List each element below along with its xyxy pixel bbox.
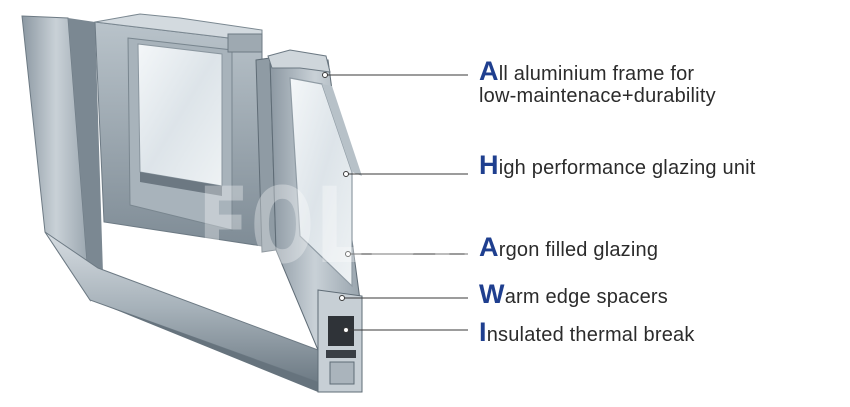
feature-warm-edge-spacers: Warm edge spacers (479, 281, 668, 309)
right-sash-glass (289, 77, 353, 288)
thermal-break-insert-2 (326, 350, 356, 358)
thermal-break-insert (328, 316, 354, 346)
frame-left-jamb-inner (68, 18, 104, 305)
leader-dot-4 (339, 295, 345, 301)
feature-argon-glazing: Argon filled glazing (479, 234, 659, 262)
feature-thermal-break: Insulated thermal break (479, 319, 695, 347)
feature-glazing-unit: High performance glazing unit (479, 152, 756, 180)
leader-dot-1 (322, 72, 328, 78)
feature-text: ll aluminium frame for (498, 63, 695, 85)
corner-profile-chamber (329, 361, 355, 385)
feature-text: nsulated thermal break (486, 324, 695, 346)
leader-dot-5 (343, 327, 349, 333)
feature-text: rgon filled glazing (498, 239, 659, 261)
feature-initial: A (479, 232, 499, 262)
right-sash-glass-edge (322, 84, 362, 176)
feature-text: arm edge spacers (504, 286, 668, 308)
feature-aluminium-frame: All aluminium frame for low-maintenace+d… (479, 58, 716, 108)
leader-dots (322, 72, 351, 333)
leader-dot-2 (343, 171, 349, 177)
feature-initial: W (479, 279, 505, 309)
feature-initial: H (479, 150, 499, 180)
feature-initial: A (479, 56, 499, 86)
left-sash-profile-detail (227, 33, 263, 53)
watermark-text: FOLDING (198, 165, 585, 287)
leader-dot-3 (345, 251, 351, 257)
leader-lines (325, 74, 468, 331)
feature-initial: I (479, 317, 487, 347)
feature-text: igh performance glazing unit (498, 157, 756, 179)
feature-text-line-2: low-maintenace+durability (479, 85, 716, 107)
right-sash-top-profile (267, 49, 331, 73)
left-sash-glass-lower (140, 172, 222, 196)
